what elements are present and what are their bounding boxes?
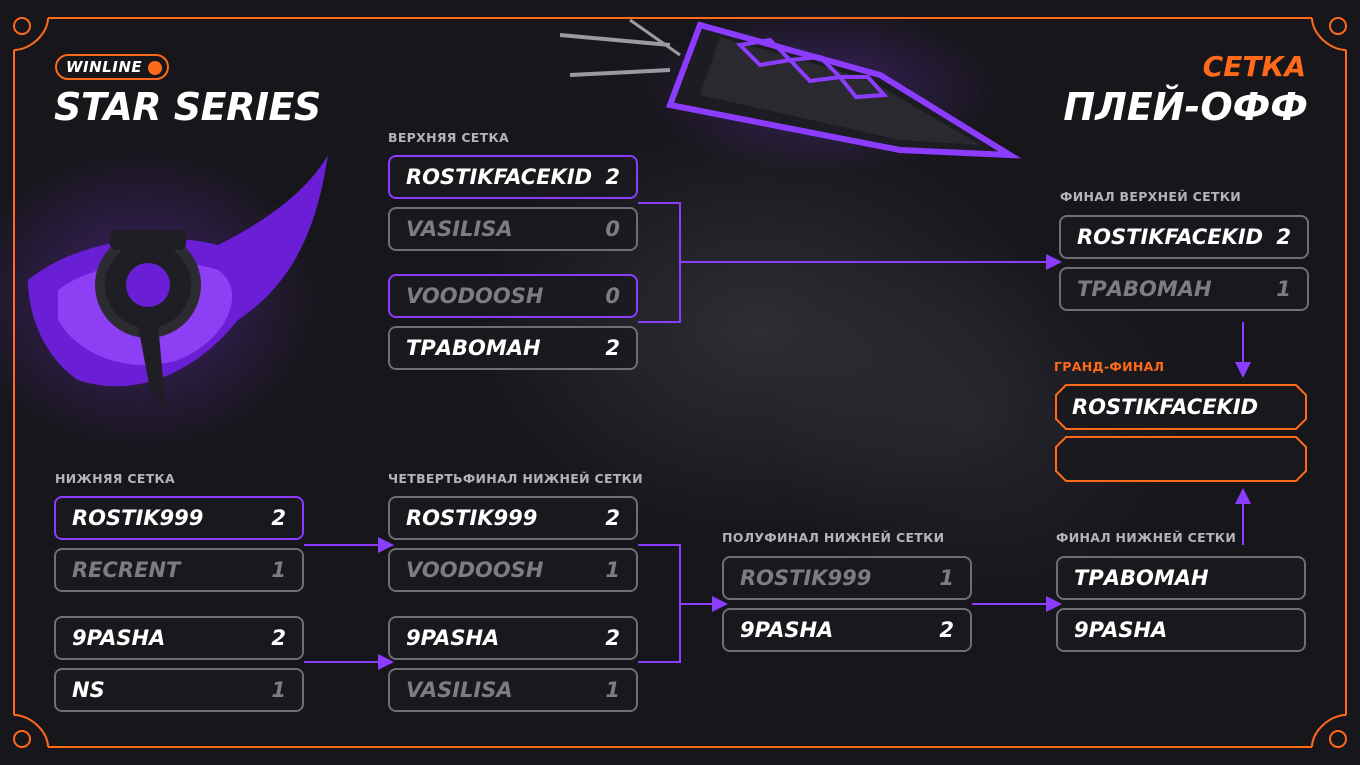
winline-logo: WINLINE — [55, 54, 169, 80]
heading-sub: СЕТКА — [1202, 50, 1306, 83]
lower-semifinal-label: ПОЛУФИНАЛ НИЖНЕЙ СЕТКИ — [722, 530, 945, 545]
player-score: 2 — [939, 618, 954, 642]
player-name: VASILISA — [406, 217, 513, 241]
event-title: STAR SERIES — [54, 85, 321, 129]
upper-final-p2[interactable]: ТРАВОМАН 1 — [1059, 267, 1309, 311]
player-score: 1 — [1276, 277, 1291, 301]
lower-m2-p2[interactable]: NS 1 — [54, 668, 304, 712]
player-score: 1 — [605, 678, 620, 702]
upper-m2-p2[interactable]: ТРАВОМАН 2 — [388, 326, 638, 370]
upper-m1-p1[interactable]: ROSTIKFACEKID 2 — [388, 155, 638, 199]
upper-final-p1[interactable]: ROSTIKFACEKID 2 — [1059, 215, 1309, 259]
lower-m1-p1[interactable]: ROSTIK999 2 — [54, 496, 304, 540]
player-score: 1 — [271, 558, 286, 582]
lower-m2-p1[interactable]: 9PASHA 2 — [54, 616, 304, 660]
lower-qf-m1-p1[interactable]: ROSTIK999 2 — [388, 496, 638, 540]
player-score: 2 — [605, 506, 620, 530]
lower-quarterfinal-label: ЧЕТВЕРТЬФИНАЛ НИЖНЕЙ СЕТКИ — [388, 471, 643, 486]
upper-m2-p1[interactable]: VOODOOSH 0 — [388, 274, 638, 318]
lower-sf-p1[interactable]: ROSTIK999 1 — [722, 556, 972, 600]
player-score: 2 — [605, 165, 620, 189]
player-name: ROSTIKFACEKID — [1077, 225, 1264, 249]
grand-final-p1[interactable]: ROSTIKFACEKID — [1056, 385, 1306, 429]
player-name: VOODOOSH — [406, 558, 544, 582]
player-name: RECRENT — [72, 558, 181, 582]
player-name: 9PASHA — [72, 626, 166, 650]
player-score: 0 — [605, 284, 620, 308]
player-name: NS — [72, 678, 105, 702]
player-score: 2 — [271, 506, 286, 530]
lower-final-p1[interactable]: ТРАВОМАН — [1056, 556, 1306, 600]
logo-text: WINLINE — [66, 58, 143, 76]
player-name: ROSTIK999 — [406, 506, 538, 530]
player-name: VASILISA — [406, 678, 513, 702]
lower-qf-m1-p2[interactable]: VOODOOSH 1 — [388, 548, 638, 592]
player-name: ROSTIKFACEKID — [406, 165, 593, 189]
upper-bracket-label: ВЕРХНЯЯ СЕТКА — [388, 130, 509, 145]
player-name: VOODOOSH — [406, 284, 544, 308]
lower-final-p2[interactable]: 9PASHA — [1056, 608, 1306, 652]
lower-final-label: ФИНАЛ НИЖНЕЙ СЕТКИ — [1056, 530, 1237, 545]
upper-final-label: ФИНАЛ ВЕРХНЕЙ СЕТКИ — [1060, 189, 1242, 204]
player-score: 2 — [605, 336, 620, 360]
player-name: ROSTIK999 — [72, 506, 204, 530]
player-score: 2 — [271, 626, 286, 650]
player-score: 1 — [939, 566, 954, 590]
grand-final-label: ГРАНД-ФИНАЛ — [1054, 359, 1165, 374]
player-score: 1 — [605, 558, 620, 582]
player-name: ТРАВОМАН — [406, 336, 541, 360]
lower-m1-p2[interactable]: RECRENT 1 — [54, 548, 304, 592]
player-name: 9PASHA — [740, 618, 834, 642]
upper-m1-p2[interactable]: VASILISA 0 — [388, 207, 638, 251]
player-name: ROSTIKFACEKID — [1072, 395, 1259, 419]
lower-qf-m2-p1[interactable]: 9PASHA 2 — [388, 616, 638, 660]
player-name: 9PASHA — [1074, 618, 1168, 642]
lower-bracket-label: НИЖНЯЯ СЕТКА — [55, 471, 176, 486]
player-name: ТРАВОМАН — [1077, 277, 1212, 301]
player-name: ROSTIK999 — [740, 566, 872, 590]
lower-sf-p2[interactable]: 9PASHA 2 — [722, 608, 972, 652]
heading-main: ПЛЕЙ-ОФФ — [1063, 85, 1308, 129]
player-score: 1 — [271, 678, 286, 702]
player-name: ТРАВОМАН — [1074, 566, 1209, 590]
grand-final-p2[interactable] — [1056, 437, 1306, 481]
player-score: 2 — [605, 626, 620, 650]
player-score: 0 — [605, 217, 620, 241]
lower-qf-m2-p2[interactable]: VASILISA 1 — [388, 668, 638, 712]
player-score: 2 — [1276, 225, 1291, 249]
player-name: 9PASHA — [406, 626, 500, 650]
logo-dot-icon — [148, 61, 162, 75]
